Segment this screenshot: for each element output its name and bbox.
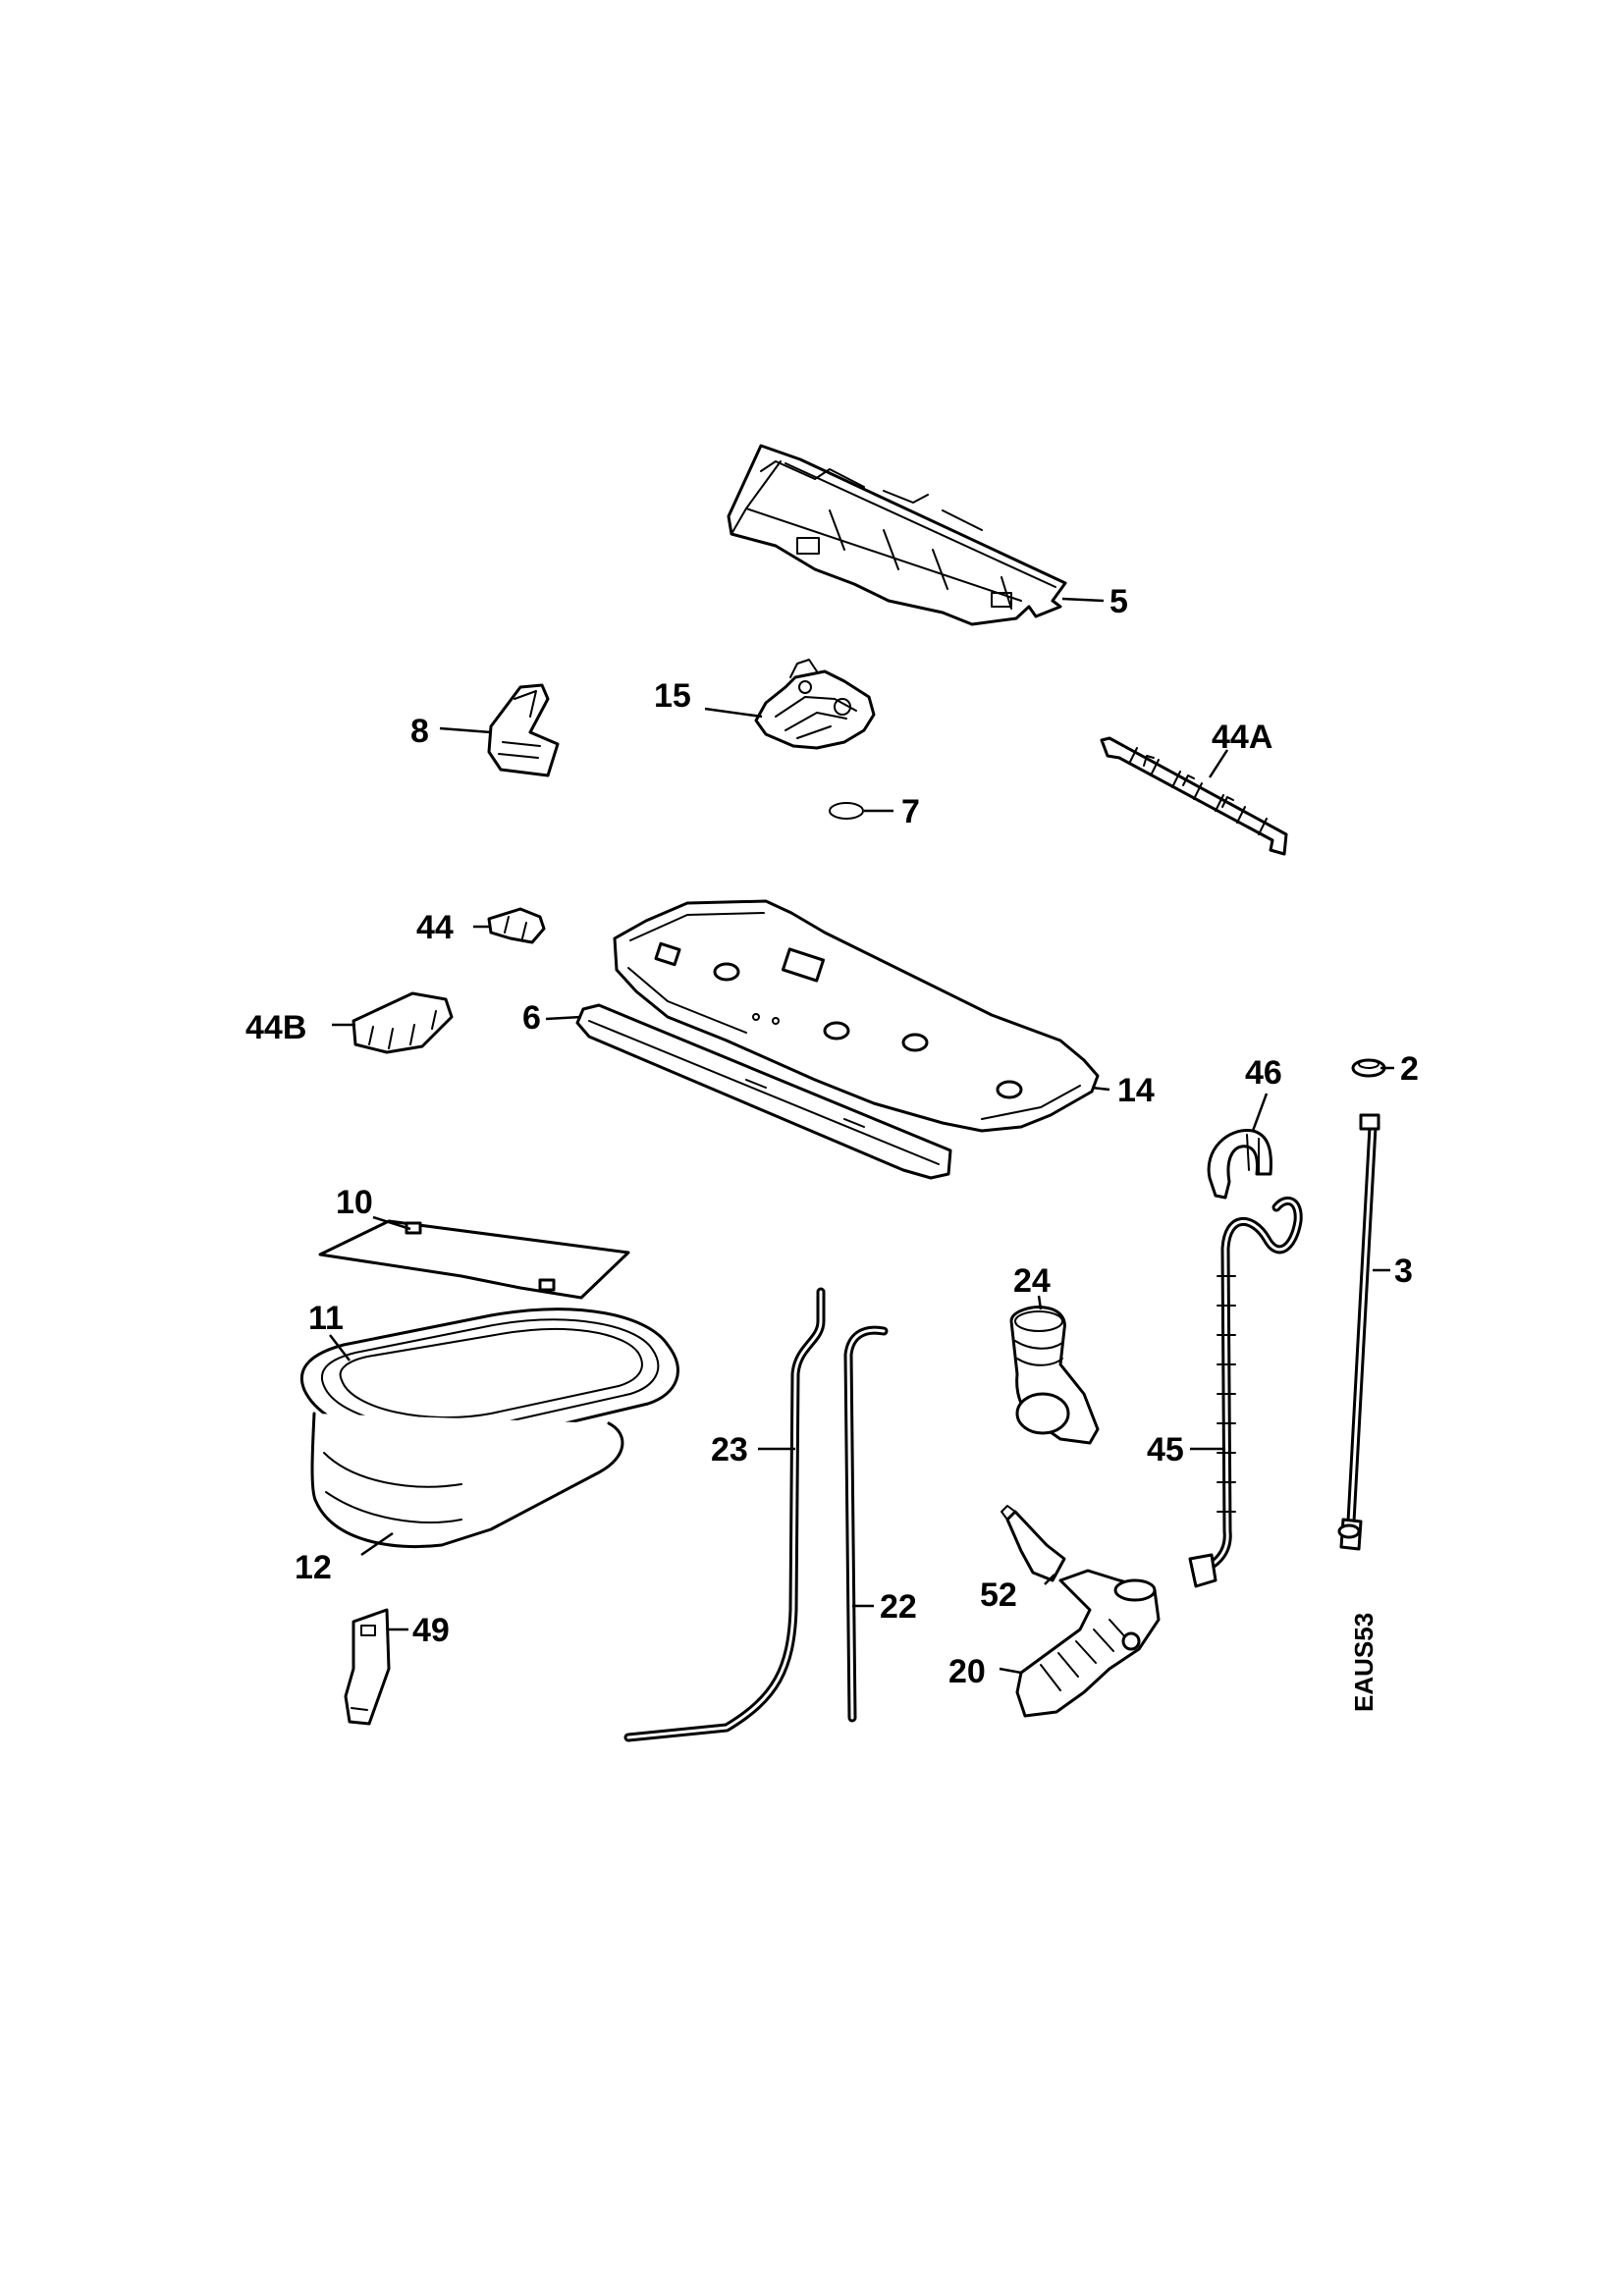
callout-23: 23 xyxy=(711,1431,748,1468)
callout-12: 12 xyxy=(295,1549,332,1586)
part-7-o-ring xyxy=(829,802,864,820)
part-2-cap xyxy=(1351,1058,1386,1078)
callout-labels: 5 15 8 44A 7 44 44B 6 14 46 2 10 11 12 2… xyxy=(245,583,1419,1690)
callout-45: 45 xyxy=(1147,1431,1184,1468)
callout-8: 8 xyxy=(410,713,429,750)
part-22-hose xyxy=(843,1325,889,1723)
callout-44A: 44A xyxy=(1212,719,1272,756)
part-44-clip xyxy=(487,907,546,944)
part-24-outlet-connector xyxy=(1009,1306,1100,1445)
callout-15: 15 xyxy=(654,677,691,715)
part-49-plate xyxy=(344,1608,391,1726)
callout-44: 44 xyxy=(416,909,454,946)
part-5-drawer-housing xyxy=(727,444,1067,626)
callout-22: 22 xyxy=(880,1588,917,1626)
part-3-inlet-hose xyxy=(1337,1113,1380,1551)
callout-11: 11 xyxy=(308,1300,344,1337)
drawing-reference-code: EAUS53 xyxy=(1349,1613,1379,1712)
part-44B-multi-clip xyxy=(352,991,454,1054)
callout-3: 3 xyxy=(1394,1253,1413,1290)
part-10-cover xyxy=(318,1219,630,1300)
callout-14: 14 xyxy=(1117,1072,1155,1109)
callout-52: 52 xyxy=(980,1576,1017,1614)
callout-44B: 44B xyxy=(245,1009,306,1046)
part-46-hose-guide xyxy=(1207,1129,1272,1200)
part-12-bellows xyxy=(310,1412,624,1549)
callout-7: 7 xyxy=(901,793,920,830)
callout-24: 24 xyxy=(1013,1262,1051,1300)
part-44A-wiring-rail xyxy=(1100,736,1288,856)
part-20-pump-hose xyxy=(1015,1569,1161,1718)
callout-46: 46 xyxy=(1245,1054,1282,1092)
callout-49: 49 xyxy=(412,1612,450,1649)
callout-20: 20 xyxy=(948,1653,986,1690)
callout-10: 10 xyxy=(336,1184,373,1221)
callout-2: 2 xyxy=(1400,1050,1419,1088)
part-52-connector xyxy=(1001,1505,1066,1582)
callout-5: 5 xyxy=(1109,583,1128,620)
part-15-valve-assembly xyxy=(754,659,876,750)
leader-lines xyxy=(329,597,1394,1675)
part-14-top-plate xyxy=(613,899,1100,1133)
part-45-drain-hose xyxy=(1188,1196,1303,1588)
part-23-hose xyxy=(623,1287,826,1742)
part-6-strip xyxy=(575,1003,952,1180)
part-8-bracket xyxy=(487,683,560,777)
callout-6: 6 xyxy=(522,999,541,1037)
